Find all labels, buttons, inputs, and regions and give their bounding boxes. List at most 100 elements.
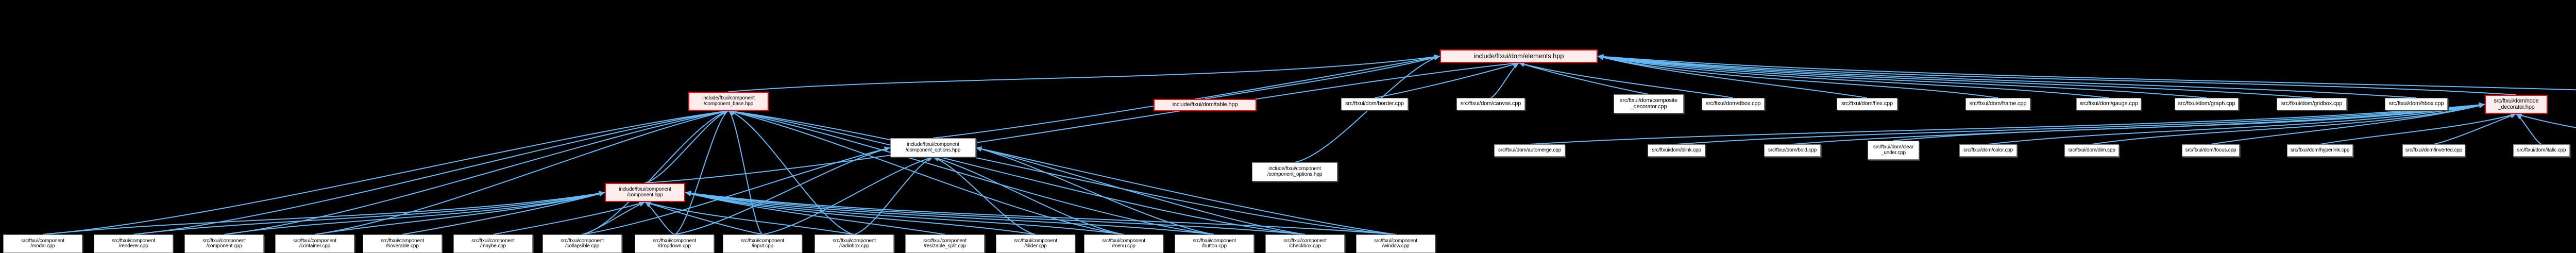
graph-node[interactable]: include/ftxui/component /component_optio… — [890, 138, 976, 157]
graph-node[interactable]: src/ftxui/dom/inverted.cpp — [2402, 144, 2465, 157]
graph-node[interactable]: include/ftxui/component /component.hpp — [605, 183, 685, 202]
graph-edge — [645, 201, 763, 235]
graph-edge — [762, 157, 934, 235]
graph-edge — [2319, 113, 2517, 145]
graph-node[interactable]: include/ftxui/dom/elements.hpp — [1440, 49, 1598, 63]
graph-node[interactable]: src/ftxui/dom/canvas.cpp — [1456, 98, 1525, 110]
graph-edge — [314, 110, 729, 235]
graph-edge — [1988, 104, 2485, 145]
graph-edge — [685, 192, 1124, 235]
graph-edge — [2433, 113, 2517, 145]
graph-node[interactable]: src/ftxui/dom/dbox.cpp — [1702, 98, 1765, 110]
graph-node[interactable]: src/ftxui/component /slider.cpp — [996, 234, 1075, 253]
graph-edge — [1294, 56, 1440, 163]
graph-node[interactable]: src/ftxui/component /container.cpp — [275, 234, 354, 253]
graph-edge — [933, 157, 1036, 235]
graph-edge — [933, 157, 1124, 235]
graph-node[interactable]: src/ftxui/dom/hyperlink.cpp — [2287, 144, 2353, 157]
graph-edge-arrowhead — [1513, 63, 1519, 69]
graph-edge-arrowhead — [976, 146, 982, 151]
graph-edge — [133, 110, 729, 235]
graph-edge — [1597, 56, 2207, 98]
graph-node[interactable]: src/ftxui/dom/gauge.cpp — [2076, 98, 2141, 110]
graph-edge — [645, 110, 729, 183]
graph-node[interactable]: include/ftxui/dom/table.hpp — [1154, 99, 1257, 111]
graph-edge — [728, 110, 1124, 235]
graph-node[interactable]: src/ftxui/component /maybe.cpp — [453, 234, 533, 253]
graph-node[interactable]: src/ftxui/component /hoverable.cpp — [363, 234, 442, 253]
graph-node[interactable]: src/ftxui/dom/dim.cpp — [2064, 144, 2119, 157]
graph-edge — [2210, 104, 2485, 145]
graph-node[interactable]: src/ftxui/dom/frame.cpp — [1965, 98, 2030, 110]
graph-edge — [1597, 56, 2417, 98]
graph-node[interactable]: src/ftxui/dom/bold.cpp — [1764, 144, 1821, 157]
graph-edge — [1374, 62, 1519, 98]
graph-edge — [685, 192, 1306, 235]
graph-edge-arrowhead — [2516, 113, 2522, 119]
graph-edge — [685, 192, 1036, 235]
graph-edge-arrowhead — [599, 191, 605, 197]
graph-edge — [224, 192, 605, 235]
graph-edge — [42, 192, 605, 235]
graph-node[interactable]: src/ftxui/dom/blink.cpp — [1648, 144, 1705, 157]
graph-edge — [1597, 56, 2576, 91]
graph-node[interactable]: src/ftxui/component /dropdown.cpp — [635, 234, 714, 253]
graph-node[interactable]: src/ftxui/dom/composite _decorator.cpp — [1614, 94, 1684, 113]
graph-edge — [2516, 113, 2576, 128]
graph-edge — [728, 110, 1215, 235]
graph-edge — [1597, 56, 2517, 95]
graph-node[interactable]: src/ftxui/dom/automerge.cpp — [1494, 144, 1565, 157]
graph-edge — [975, 147, 1306, 235]
graph-node[interactable]: src/ftxui/dom/italic.cpp — [2513, 144, 2570, 157]
graph-edge — [674, 147, 891, 235]
graph-edge — [1597, 56, 2312, 98]
graph-edge — [582, 110, 729, 235]
graph-node[interactable]: src/ftxui/dom/color.cpp — [1959, 144, 2017, 157]
graph-node[interactable]: src/ftxui/dom/clear _under.cpp — [1868, 141, 1919, 160]
graph-node[interactable]: src/ftxui/component /menu.cpp — [1084, 234, 1163, 253]
graph-edge — [402, 192, 605, 235]
graph-node[interactable]: src/ftxui/dom/flex.cpp — [1837, 98, 1897, 110]
graph-edge-arrowhead — [926, 157, 933, 162]
graph-node[interactable]: src/ftxui/dom/hbox.cpp — [2385, 98, 2448, 110]
graph-node[interactable]: src/ftxui/component /resizable_split.cpp — [905, 234, 985, 253]
graph-node[interactable]: src/ftxui/component /input.cpp — [723, 234, 802, 253]
graph-edge-arrowhead — [685, 190, 691, 196]
graph-node[interactable]: src/ftxui/component /button.cpp — [1175, 234, 1254, 253]
graph-node[interactable]: src/ftxui/dom/gridbox.cpp — [2277, 98, 2347, 110]
graph-edge — [1205, 56, 1440, 99]
graph-edge — [1676, 104, 2485, 145]
graph-node[interactable]: src/ftxui/component /renderer.cpp — [94, 234, 173, 253]
graph-edge — [314, 192, 605, 235]
graph-edge — [645, 62, 1519, 183]
graph-edge — [582, 147, 891, 235]
graph-edge — [854, 157, 934, 235]
graph-node[interactable]: src/ftxui/component /component.cpp — [184, 234, 264, 253]
graph-node[interactable]: src/ftxui/component /collapsible.cpp — [543, 234, 622, 253]
graph-node[interactable]: src/ftxui/component /checkbox.cpp — [1265, 234, 1345, 253]
graph-edge — [728, 56, 1440, 92]
graph-node[interactable]: src/ftxui/component /radiobox.cpp — [815, 234, 894, 253]
graph-edge-arrowhead — [2479, 103, 2485, 109]
graph-edge — [2091, 104, 2485, 145]
graph-edge — [728, 110, 855, 235]
graph-edge — [1518, 62, 1649, 95]
graph-edge — [685, 192, 1396, 235]
graph-node[interactable]: src/ftxui/dom/border.cpp — [1341, 98, 1408, 110]
graph-edge-arrowhead — [933, 156, 939, 161]
graph-edge — [645, 201, 855, 235]
graph-node[interactable]: src/ftxui/component /window.cpp — [1356, 234, 1435, 253]
graph-edge — [493, 201, 646, 235]
graph-node[interactable]: src/ftxui/dom/focus.cpp — [2182, 144, 2240, 157]
graph-node[interactable]: src/ftxui/dom/node _decorator.hpp — [2485, 95, 2548, 114]
graph-edge-arrowhead — [2510, 113, 2516, 119]
graph-node[interactable]: include/ftxui/component /component_base.… — [688, 92, 769, 111]
graph-node[interactable]: src/ftxui/dom/graph.cpp — [2175, 98, 2239, 110]
graph-edge — [685, 192, 1215, 235]
graph-edge — [728, 110, 763, 235]
graph-node[interactable]: include/ftxui/component /component_optio… — [1252, 162, 1337, 181]
graph-node[interactable]: src/ftxui/component /modal.cpp — [3, 234, 82, 253]
